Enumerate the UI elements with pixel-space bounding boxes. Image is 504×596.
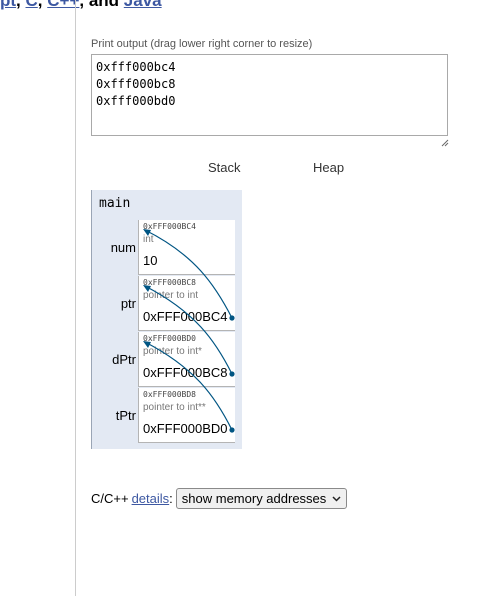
var-value: 0xFFF000BC4 (143, 309, 228, 324)
var-address: 0xFFF000BC4 (143, 222, 196, 231)
lang-link-cpp[interactable]: C++ (47, 0, 80, 10)
var-name-dptr: dPtr (112, 352, 136, 367)
chevron-down-icon (332, 495, 341, 502)
var-name-num: num (110, 240, 136, 255)
display-options-row: C/C++ details : show memory addresses (91, 488, 348, 509)
var-name-ptr: ptr (120, 296, 136, 311)
var-value: 0xFFF000BD0 (143, 421, 228, 436)
print-output-textarea[interactable]: 0xfff000bc4 0xfff000bc8 0xfff000bd0 (91, 54, 448, 136)
var-address: 0xFFF000BD8 (143, 390, 196, 399)
lang-link-pt[interactable]: pt (0, 0, 17, 10)
select-value: show memory addresses (181, 491, 327, 506)
var-type: int (143, 234, 154, 245)
var-address: 0xFFF000BD0 (143, 334, 196, 343)
stack-frame-main: main num 0xFFF000BC4 int 10 ptr 0xFFF000… (91, 190, 242, 449)
resize-grip-icon[interactable] (441, 139, 449, 147)
details-link[interactable]: details (131, 491, 170, 506)
var-cell-dptr: 0xFFF000BD0 pointer to int* 0xFFF000BC8 (138, 332, 235, 387)
lang-link-c[interactable]: C (25, 0, 38, 10)
memory-address-select[interactable]: show memory addresses (175, 488, 348, 509)
print-output-label: Print output (drag lower right corner to… (91, 38, 313, 50)
language-label: C/C++ (91, 491, 129, 506)
lang-link-java[interactable]: Java (123, 0, 162, 10)
var-name-tptr: tPtr (115, 408, 136, 423)
var-type: pointer to int (143, 290, 199, 301)
var-type: pointer to int* (143, 346, 202, 357)
stack-header: Stack (208, 160, 241, 175)
heap-header: Heap (313, 160, 345, 175)
frame-name: main (99, 196, 131, 211)
divider (75, 0, 76, 596)
var-cell-tptr: 0xFFF000BD8 pointer to int** 0xFFF000BD0 (138, 388, 235, 443)
var-value: 0xFFF000BC8 (143, 365, 228, 380)
colon: : (169, 491, 173, 506)
var-cell-ptr: 0xFFF000BC8 pointer to int 0xFFF000BC4 (138, 276, 235, 331)
var-value: 10 (143, 253, 158, 268)
var-address: 0xFFF000BC8 (143, 278, 196, 287)
var-type: pointer to int** (143, 402, 206, 413)
lang-conjunction: and (88, 0, 120, 10)
var-cell-num: 0xFFF000BC4 int 10 (138, 220, 235, 275)
language-list: pt, C, C++, and Java (0, 0, 162, 11)
